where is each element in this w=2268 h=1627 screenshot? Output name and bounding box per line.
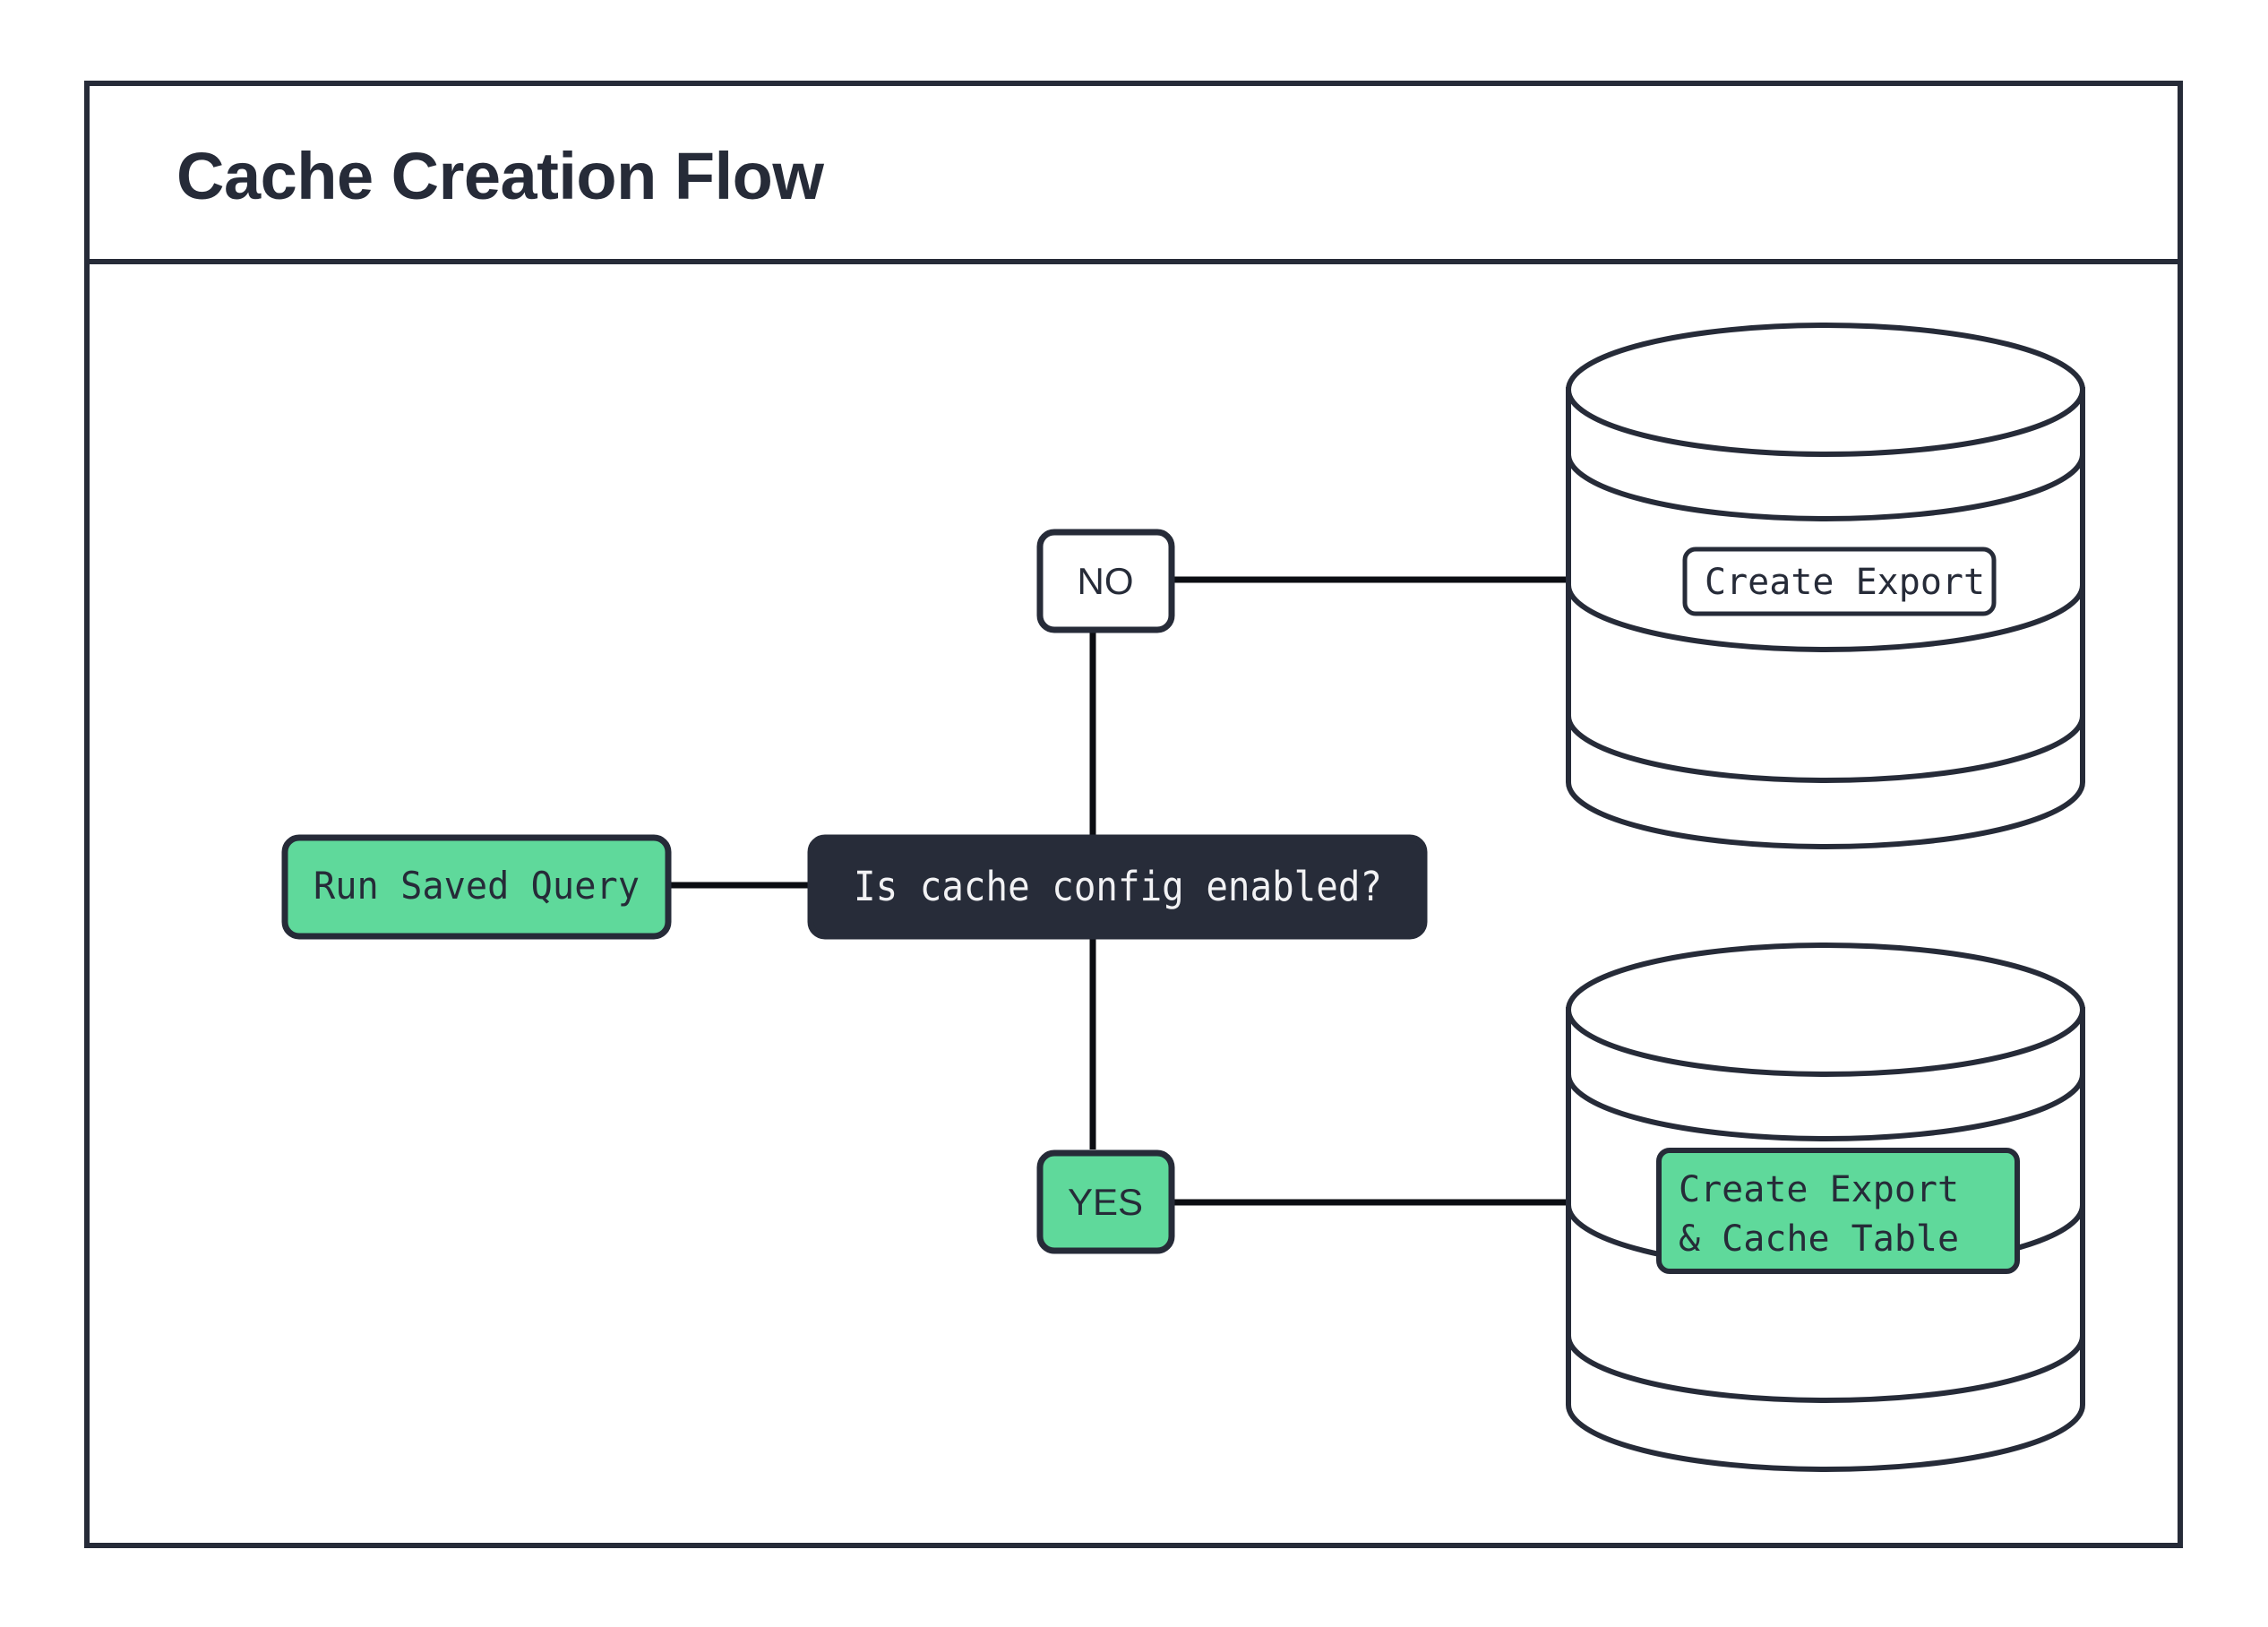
db-export-cache-label-line1: Create Export bbox=[1679, 1169, 1959, 1210]
decision-box[interactable] bbox=[807, 834, 1428, 940]
page-title: Cache Creation Flow bbox=[176, 139, 824, 213]
node-branch-yes[interactable]: YES bbox=[1036, 1149, 1175, 1254]
db-export-label-box bbox=[1682, 547, 1997, 616]
db-export-cylinder: Create Export bbox=[1566, 323, 2085, 849]
db-export-body bbox=[1566, 387, 2085, 849]
branch-no-box[interactable] bbox=[1036, 529, 1175, 633]
decision-label: Is cache config enabled? bbox=[854, 863, 1382, 910]
db-export-cache-top bbox=[1566, 943, 2085, 1077]
db-export-cache-layer-1 bbox=[1566, 1073, 2085, 1141]
branch-yes-label: YES bbox=[1068, 1181, 1143, 1223]
db-export-layer-1 bbox=[1566, 453, 2085, 521]
branch-no-label: NO bbox=[1078, 560, 1134, 602]
node-branch-no[interactable]: NO bbox=[1036, 529, 1175, 633]
node-is-cache-config-enabled[interactable]: Is cache config enabled? bbox=[807, 834, 1428, 940]
db-export-cache-layer-3 bbox=[1566, 1335, 2085, 1403]
db-export-cache-label-box bbox=[1656, 1148, 2020, 1274]
branch-yes-box[interactable] bbox=[1036, 1149, 1175, 1254]
run-saved-query-box[interactable] bbox=[281, 834, 672, 940]
db-export-cache-label-line2: & Cache Table bbox=[1679, 1218, 1959, 1260]
db-export-layer-3 bbox=[1566, 715, 2085, 783]
db-export-cache-cylinder: Create Export & Cache Table bbox=[1566, 943, 2085, 1472]
db-export-label: Create Export bbox=[1705, 562, 1985, 603]
db-export-top bbox=[1566, 323, 2085, 457]
node-run-saved-query[interactable]: Run Saved Query bbox=[281, 834, 672, 940]
db-export-layer-2 bbox=[1566, 584, 2085, 652]
run-saved-query-label: Run Saved Query bbox=[314, 864, 640, 908]
